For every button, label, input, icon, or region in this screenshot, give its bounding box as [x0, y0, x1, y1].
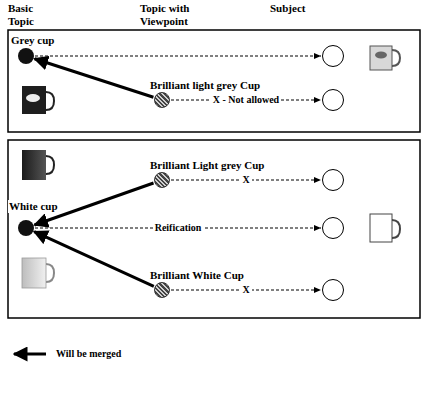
topic-label: Brilliant White Cup	[149, 269, 245, 282]
legend-arrow	[14, 353, 46, 356]
viewpoint-dot: Brilliant light grey Cup	[154, 92, 170, 108]
subject-circle	[322, 89, 344, 111]
basic-topic-dot: White cup	[18, 220, 34, 236]
dashed-arrow	[35, 56, 321, 57]
cup-icon	[370, 214, 400, 242]
topic-label: Grey cup	[10, 34, 56, 47]
merge-arrow	[34, 232, 154, 287]
edge-label: X - Not allowed	[211, 94, 281, 106]
cup-icon	[22, 150, 54, 180]
edge-label: Reification	[153, 222, 204, 234]
subject-circle	[322, 279, 344, 301]
column-header: Subject	[270, 2, 350, 15]
topic-label: White cup	[8, 200, 59, 213]
legend-text: Will be merged	[56, 348, 121, 360]
subject-circle	[322, 217, 344, 239]
edge-label: X	[240, 284, 251, 296]
panel	[8, 140, 420, 318]
topic-label: Brilliant Light grey Cup	[149, 159, 265, 172]
edge-label: X	[240, 174, 251, 186]
viewpoint-dot: Brilliant Light grey Cup	[154, 172, 170, 188]
cup-icon	[370, 46, 400, 70]
basic-topic-dot: Grey cup	[18, 48, 34, 64]
subject-circle	[322, 45, 344, 67]
column-header: Topic with Viewpoint	[140, 2, 202, 28]
viewpoint-dot: Brilliant White Cup	[154, 282, 170, 298]
merge-arrow	[35, 59, 154, 97]
column-header: Basic Topic	[8, 2, 44, 28]
cup-icon	[22, 258, 54, 288]
cup-icon	[22, 86, 54, 114]
subject-circle	[322, 169, 344, 191]
topic-label: Brilliant light grey Cup	[149, 79, 261, 92]
panel	[8, 30, 420, 132]
